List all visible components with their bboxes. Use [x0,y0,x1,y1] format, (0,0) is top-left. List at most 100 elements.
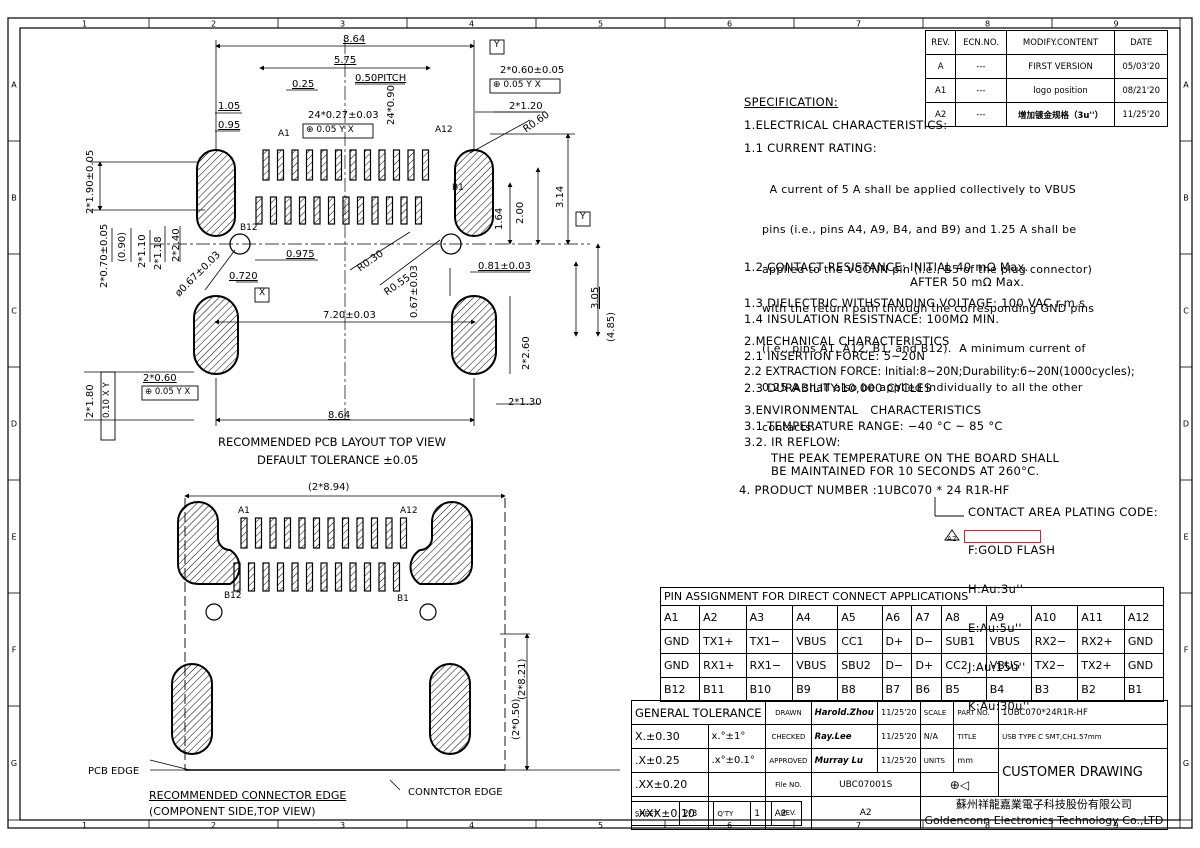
sheet-block: SHEET 2/3 Q'TY 1 A2 [631,801,803,826]
pad [327,196,336,225]
grid-column-label: 5 [598,821,603,830]
checked-label: CHECKED [765,724,812,749]
qty-label: Q'TY [713,801,752,826]
spec-ir-line2: BE MAINTAINED FOR 10 SECONDS AT 260°C. [771,464,1040,478]
pad [247,562,256,592]
outer-frame [7,17,1193,829]
datum-x-label: X [259,288,266,298]
datum-y-label: Y [580,212,586,222]
title-value: USB TYPE C SMT,CH1.57mm [998,724,1168,749]
modify-cell: 增加镀金规格（3u''） [1005,102,1116,127]
datum-y-label: Y [494,40,500,50]
edge-width-dim: (2*8.94) [308,482,350,493]
drawn-by: Harold.Zhou [810,700,879,725]
pin-cell: D− [881,653,913,678]
pin-cell: B9 [792,677,839,702]
revision-table: REV. ECN.NO. MODIFY.CONTENT DATE A --- F… [924,30,1168,127]
pad [392,562,401,592]
grid-column-label: 7 [856,20,861,29]
spec-current-body: A current of 5 A shall be applied collec… [762,157,1094,447]
grid-column-label: 8 [985,20,990,29]
pad [392,149,401,181]
spec-ir-line1: THE PEAK TEMPERATURE ON THE BOARD SHALL [771,451,1060,465]
tol-angular: .x°±0.1° [707,748,767,773]
spec-temperature: 3.1 TEMPERATURE RANGE: −40 °C ~ 85 °C [744,419,1003,433]
grid-column-label: 9 [1113,20,1118,29]
pad [262,149,270,181]
pin-cell: SBU2 [837,653,883,678]
pin-cell: A11 [1077,605,1125,630]
sheet-label: SHEET [631,801,680,826]
pad [312,517,321,549]
pad [370,517,379,549]
dimension-label: 2*1.18 [153,236,164,270]
pin-cell: TX2− [1030,653,1079,678]
gdt-frames [100,39,591,441]
pin-cell: TX1+ [699,629,747,654]
grid-column-label: 1 [82,821,87,830]
spec-line: contacts. [762,421,816,435]
drawn-label: DRAWN [765,700,812,725]
pin-cell: A1 [659,605,701,630]
grid-row-label: G [1183,759,1189,768]
connector-edge-subtitle: (COMPONENT SIDE,TOP VIEW) [149,805,316,818]
pad [255,196,263,225]
grid-column-label: 4 [469,20,474,29]
modify-cell: FIRST VERSION [1005,54,1116,79]
units-value: mm [953,748,1000,773]
spec-line: applied to the VCONN pin (i.e., B5 of th… [762,262,1093,276]
edge-hole-right [419,603,437,621]
shell-pad-bottom-left [193,295,239,375]
pin-cell: A12 [1123,605,1165,630]
dimension-label: (4.85) [606,311,617,342]
spec-line: 0.25 A shall also be applied individuall… [762,381,1083,395]
pin-label-a1: A1 [278,129,290,139]
pad [421,149,430,181]
pin-cell: TX1− [745,629,794,654]
pin-cell: B10 [745,677,794,702]
pin-cell: RX1+ [699,653,747,678]
edge-pad-row-a [240,517,408,549]
pin-cell: B12 [659,677,701,702]
pin-cell: GND [659,629,701,654]
grid-row-label: F [12,646,17,655]
dimension-label: 2*1.20 [509,101,543,112]
revision-flag: A2 [947,535,957,543]
rev-value: A2 [810,796,921,830]
pad [371,196,379,225]
pin-cell: A9 [985,605,1032,630]
datum-xy-label: X Y [102,382,112,396]
pin-cell: B1 [1123,677,1165,702]
spec-line: with the return path through the corresp… [762,302,1095,316]
pad [313,196,321,225]
dimension-label: 8.64 [328,410,351,421]
revision-row: A2 --- 增加镀金规格（3u''） 11/25'20 [924,102,1168,127]
pin-cell: RX2+ [1077,629,1125,654]
sheet-row: SHEET 2/3 Q'TY 1 A2 [631,801,803,826]
connector-edge-title: RECOMMENDED CONNECTOR EDGE [149,789,347,802]
pad [378,562,386,592]
dimension-label: 5.75 [334,55,357,66]
pin-cell: GND [659,653,701,678]
pad [399,517,408,549]
dimension-label: 0.25 [292,79,315,90]
tb-row-2: X.±0.30 x.°±1° CHECKED Ray.Lee 11/25'20 … [631,724,1168,749]
edge-hole-left [205,603,223,621]
revision-row: A --- FIRST VERSION 05/03'20 [924,54,1168,79]
pad [262,562,270,592]
checked-date: 11/25'20 [877,724,921,749]
pad [349,562,357,592]
pad [276,149,285,181]
file-no-value: UBC07001S [810,772,921,797]
pad [356,196,365,225]
pad [320,149,328,181]
grid-column-label: 3 [340,821,345,830]
scale-value: N/A [919,724,955,749]
pin-cell: RX1− [745,653,794,678]
projection-symbol-icon: ⊕◁ [919,772,1000,797]
pad [349,149,357,181]
grid-row-label: D [11,420,17,429]
approved-by: Murray Lu [810,748,879,773]
